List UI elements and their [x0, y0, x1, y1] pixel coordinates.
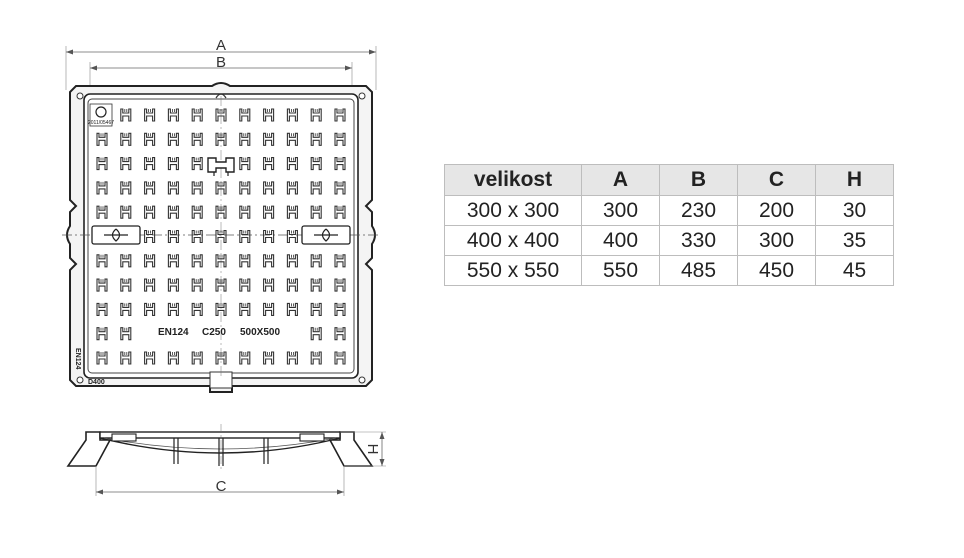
- cell-a: 400: [581, 225, 660, 256]
- cell-h: 45: [815, 255, 894, 286]
- dimension-a-label: A: [216, 37, 226, 54]
- logo-icon: [95, 106, 107, 118]
- cell-c: 200: [737, 195, 816, 226]
- side-standard: EN124: [74, 348, 81, 370]
- embossed-load-class: C250: [202, 327, 226, 338]
- side-rib-3: [263, 438, 269, 464]
- table-row: 550 x 550 550 485 450 45: [444, 255, 894, 286]
- header-h: H: [815, 164, 894, 196]
- side-rib-1: [173, 438, 179, 464]
- corner-hole-tl: [76, 92, 84, 100]
- embossed-size: 500X500: [240, 327, 280, 338]
- table-row: 400 x 400 400 330 300 35: [444, 225, 894, 256]
- corner-hole-br: [358, 376, 366, 384]
- dimension-c: C: [95, 466, 345, 496]
- logo-box: [89, 103, 113, 127]
- top-lifting-tab: [215, 93, 227, 99]
- side-lid-underside: [99, 437, 341, 454]
- side-slot-left: [111, 433, 137, 442]
- header-velikost: velikost: [444, 164, 582, 196]
- header-c: C: [737, 164, 816, 196]
- cell-b: 330: [659, 225, 738, 256]
- dimension-h-label: H: [364, 444, 381, 455]
- dimension-a: A: [65, 37, 377, 90]
- table-header-row: velikost A B C H: [444, 164, 894, 196]
- sizes-table: velikost A B C H 300 x 300 300 230 200 3…: [444, 164, 894, 286]
- header-a: A: [581, 164, 660, 196]
- dimension-h: H: [340, 431, 386, 467]
- cover-side-view: [66, 424, 374, 470]
- cell-size: 400 x 400: [444, 225, 582, 256]
- header-b: B: [659, 164, 738, 196]
- embossed-standard: EN124: [158, 327, 189, 338]
- corner-hole-tr: [358, 92, 366, 100]
- cell-a: 300: [581, 195, 660, 226]
- side-slot-right: [299, 433, 325, 442]
- left-lifting-slot: [91, 225, 141, 245]
- cell-c: 450: [737, 255, 816, 286]
- cell-size: 300 x 300: [444, 195, 582, 226]
- corner-hole-bl: [76, 376, 84, 384]
- side-rib-2: [218, 438, 224, 466]
- center-logo-icon: [207, 157, 235, 176]
- cell-size: 550 x 550: [444, 255, 582, 286]
- cell-h: 35: [815, 225, 894, 256]
- side-load-class: D400: [88, 379, 105, 386]
- right-lifting-slot: [301, 225, 351, 245]
- side-lid-top: [99, 431, 341, 439]
- cover-top-view: 2011/05467 EN124 C250 500X500 D400 EN124: [62, 82, 380, 393]
- cell-b: 230: [659, 195, 738, 226]
- cell-b: 485: [659, 255, 738, 286]
- cell-h: 30: [815, 195, 894, 226]
- cell-a: 550: [581, 255, 660, 286]
- dimension-c-label: C: [216, 478, 227, 495]
- table-row: 300 x 300 300 230 200 30: [444, 195, 894, 226]
- dimension-b-label: B: [216, 54, 226, 71]
- tiny-code-text: 2011/05467: [88, 120, 114, 126]
- cell-c: 300: [737, 225, 816, 256]
